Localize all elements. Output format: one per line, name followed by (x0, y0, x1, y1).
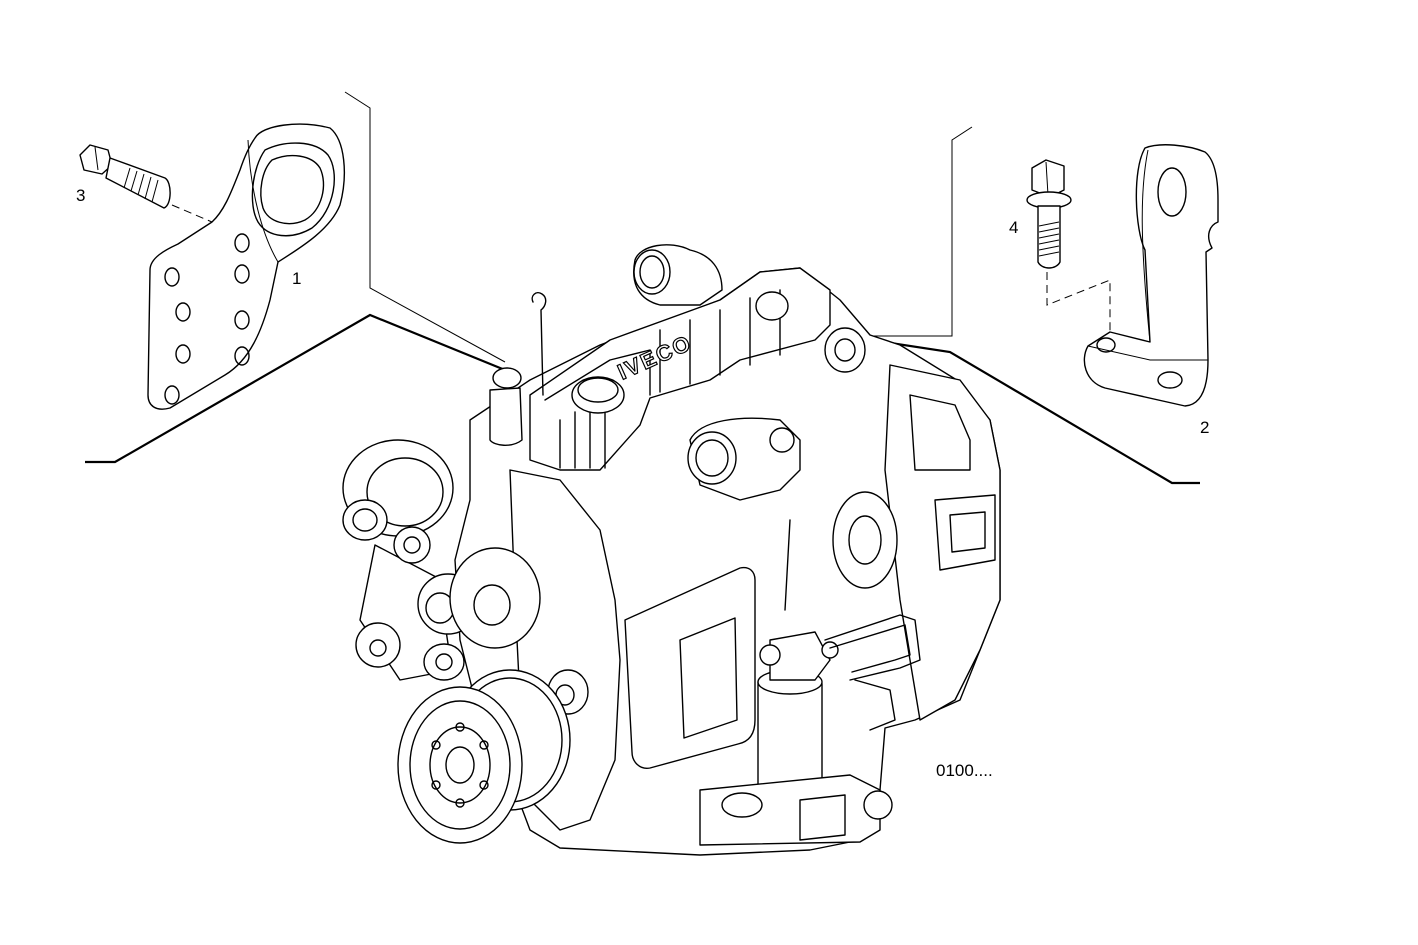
callout-part-3: 3 (76, 186, 85, 205)
callout-part-2: 2 (1200, 418, 1209, 437)
lifting-bracket-rear (1083, 144, 1219, 407)
lifting-bracket-front (147, 123, 345, 410)
callout-part-4: 4 (1009, 218, 1018, 237)
part3-alignment-line (171, 204, 213, 223)
bolt-part-4 (1026, 159, 1072, 269)
left-bracket-frame-lines (85, 91, 506, 464)
callout-part-1: 1 (292, 269, 301, 288)
bolt-part-3 (79, 144, 171, 209)
right-bracket-frame-lines (857, 126, 1200, 485)
engine-assembly: IVECO (342, 244, 1001, 856)
drawing-reference-code: 0100.... (936, 761, 993, 780)
part4-alignment-line (1046, 272, 1111, 332)
